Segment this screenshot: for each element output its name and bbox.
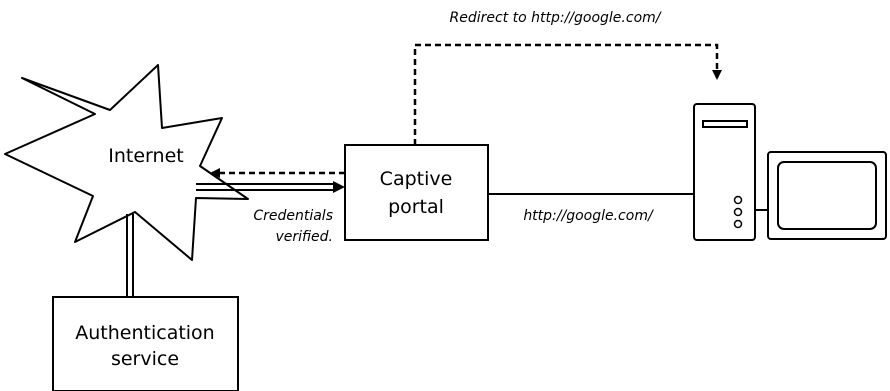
auth-service-box — [52, 296, 239, 391]
monitor-screen — [777, 161, 877, 230]
internet-label: Internet — [108, 145, 183, 167]
drive-slot — [702, 120, 748, 128]
captive-portal-box — [344, 144, 489, 241]
redirect-dashed-arrow — [413, 43, 722, 145]
request-url-label: http://google.com/ — [523, 208, 654, 224]
auth-service-label-line2: service — [111, 348, 179, 370]
redirect-label: Redirect to http://google.com/ — [450, 10, 662, 26]
tower-button-2 — [733, 207, 743, 217]
computer-tower-icon — [693, 103, 756, 241]
auth-service-label-line1: Authentication — [75, 322, 214, 344]
credentials-label-line1: Credentials — [253, 208, 333, 224]
tower-button-1 — [733, 195, 743, 205]
credentials-label-line2: verified. — [275, 229, 333, 245]
internet-cloud-icon — [4, 64, 249, 261]
internet-to-portal-arrowhead — [333, 181, 345, 193]
tower-button-3 — [733, 219, 743, 229]
captive-portal-label-line1: Captive — [380, 168, 453, 190]
captive-portal-label-line2: portal — [388, 196, 444, 218]
